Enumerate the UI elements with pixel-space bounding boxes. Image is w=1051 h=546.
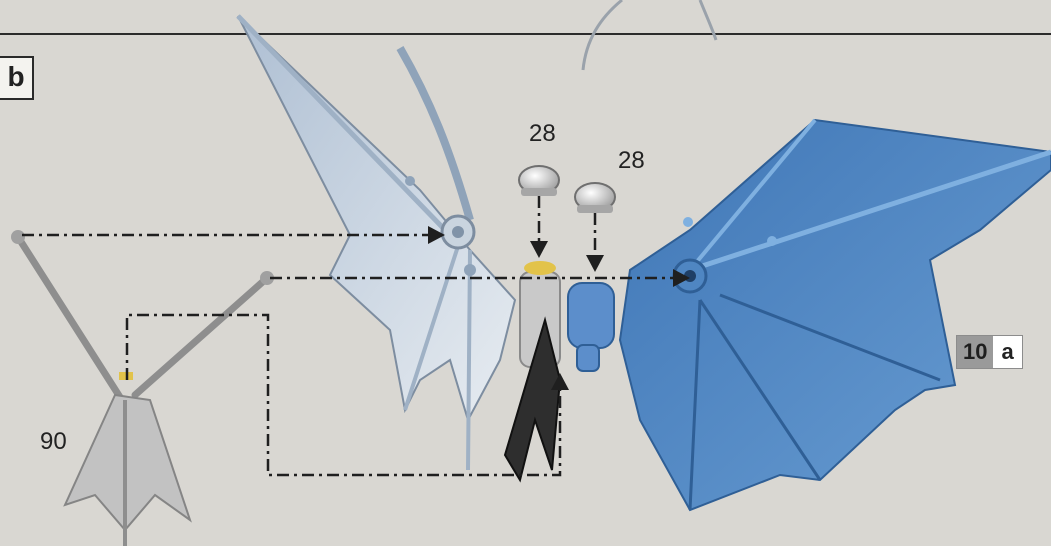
reference-badge: 10 a xyxy=(956,335,1023,369)
reference-number: 10 xyxy=(957,336,993,368)
step-label: b xyxy=(0,56,34,100)
tail-fin-part xyxy=(11,230,274,546)
tail-part-quantity: 90 xyxy=(40,428,67,456)
right-wing xyxy=(620,120,1051,510)
cap-part-right xyxy=(575,183,615,213)
cap-left-quantity: 28 xyxy=(529,120,556,148)
left-wing xyxy=(238,16,515,470)
cap-part-left xyxy=(519,166,559,196)
cap-right-quantity: 28 xyxy=(618,147,645,175)
reference-letter: a xyxy=(993,336,1021,368)
